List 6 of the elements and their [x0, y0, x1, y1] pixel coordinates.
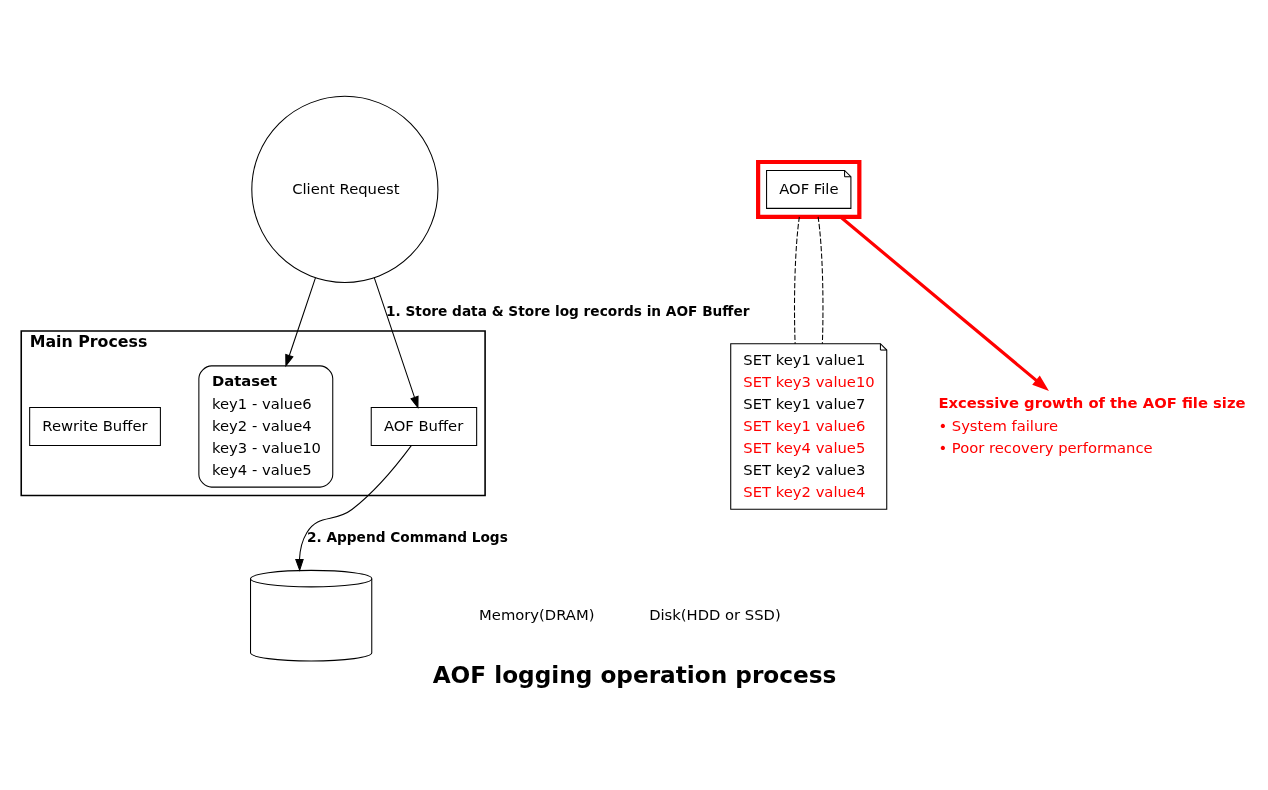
caption: AOF logging operation process: [432, 660, 837, 688]
edge-label: 2. Append Command Logs: [306, 528, 508, 545]
node-text: Excessive growth of the AOF file size • System failure • Poor recovery performance: [938, 393, 1246, 456]
label: Disk(HDD or SSD): [649, 605, 781, 623]
edge-label: 1. Store data & Store log records in AOF Buffer: [385, 302, 750, 319]
label: Memory(DRAM): [479, 605, 595, 623]
